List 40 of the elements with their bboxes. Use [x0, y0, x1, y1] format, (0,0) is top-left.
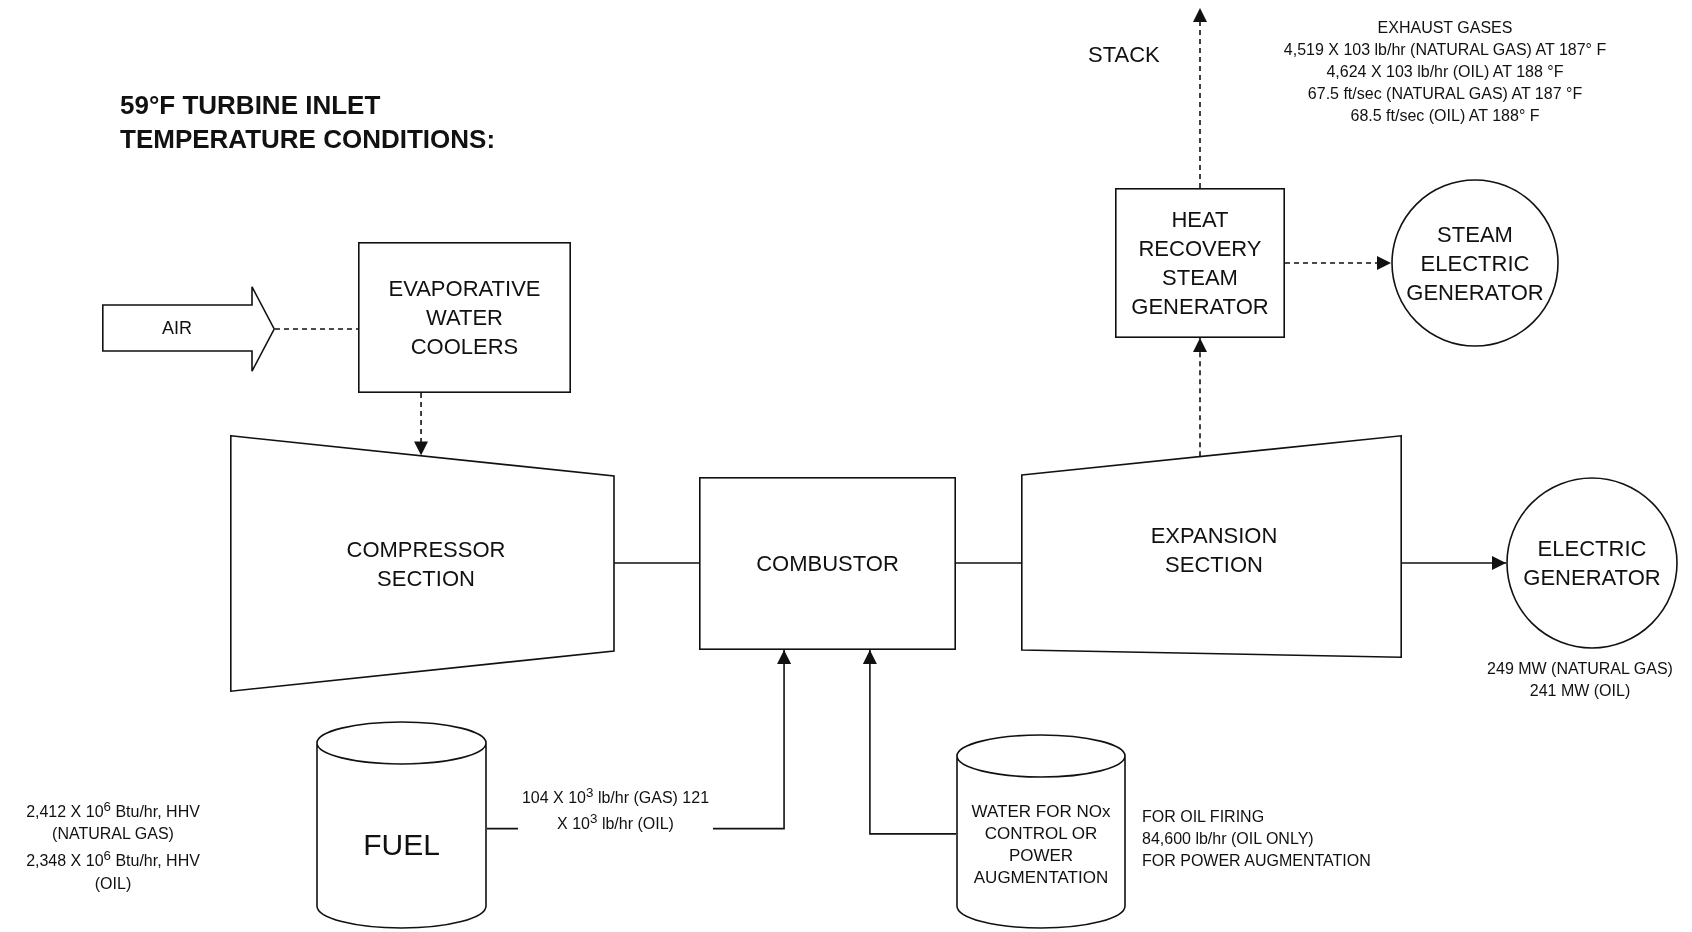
storage-tank	[956, 734, 1126, 928]
annotation-text: EXHAUST GASES	[1376, 18, 1514, 38]
arrow	[1401, 556, 1507, 570]
generator-circle	[1506, 477, 1678, 649]
generator-circle	[1391, 179, 1559, 347]
annotation-text: FOR POWER AUGMENTATION	[1142, 851, 1372, 871]
annotation-text: 67.5 ft/sec (NATURAL GAS) AT 187 °F	[1306, 84, 1584, 104]
dashed-arrow	[1284, 256, 1392, 270]
turbine-trapezoid	[1021, 435, 1402, 658]
annotation-text: 4,624 X 103 lb/hr (OIL) AT 188 °F	[1325, 62, 1565, 82]
annotation-text: 249 MW (NATURAL GAS)	[1486, 659, 1674, 679]
node-label: HEAT RECOVERY STEAM GENERATOR	[1130, 206, 1270, 321]
node-label: EXPANSION SECTION	[1149, 522, 1279, 579]
process-box	[699, 477, 956, 650]
node-label: AIR	[161, 316, 193, 340]
block-arrow	[102, 286, 275, 372]
node-label: COMBUSTOR	[755, 550, 900, 578]
process-box	[1115, 188, 1285, 338]
dashed-arrow	[1193, 337, 1207, 457]
process-box	[358, 242, 571, 393]
node-label: STEAM ELECTRIC GENERATOR	[1405, 220, 1545, 307]
annotation-text: 2,412 X 10$^{6}$ Btu/hr, HHV (NATURAL GAS)	[25, 798, 201, 845]
annotation-text: 2,348 X 10$^{6}$ Btu/hr, HHV (OIL)	[25, 847, 201, 894]
compressor-trapezoid	[230, 435, 614, 692]
annotation-text: 68.5 ft/sec (OIL) AT 188° F	[1349, 106, 1541, 126]
annotation-text: FOR OIL FIRING	[1142, 807, 1266, 827]
node-label: WATER FOR NOx CONTROL OR POWER AUGMENTATION	[970, 801, 1112, 889]
stack-label: STACK	[1088, 42, 1160, 68]
node-label: FUEL	[362, 830, 441, 859]
annotation-text: 84,600 lb/hr (OIL ONLY)	[1142, 829, 1315, 849]
dashed-arrow	[1193, 7, 1207, 189]
storage-tank	[316, 721, 487, 928]
node-label: COMPRESSOR SECTION	[345, 535, 507, 593]
dashed-arrow	[414, 392, 429, 457]
annotation-text: 4,519 X 103 lb/hr (NATURAL GAS) AT 187° F	[1282, 40, 1608, 60]
node-label: EVAPORATIVE WATER COOLERS	[387, 275, 542, 361]
arrow	[862, 649, 957, 835]
diagram-title: 59°F TURBINE INLET TEMPERATURE CONDITIONS:	[120, 89, 497, 156]
node-label: ELECTRIC GENERATOR	[1522, 535, 1662, 592]
annotation-text: 241 MW (OIL)	[1528, 681, 1632, 701]
